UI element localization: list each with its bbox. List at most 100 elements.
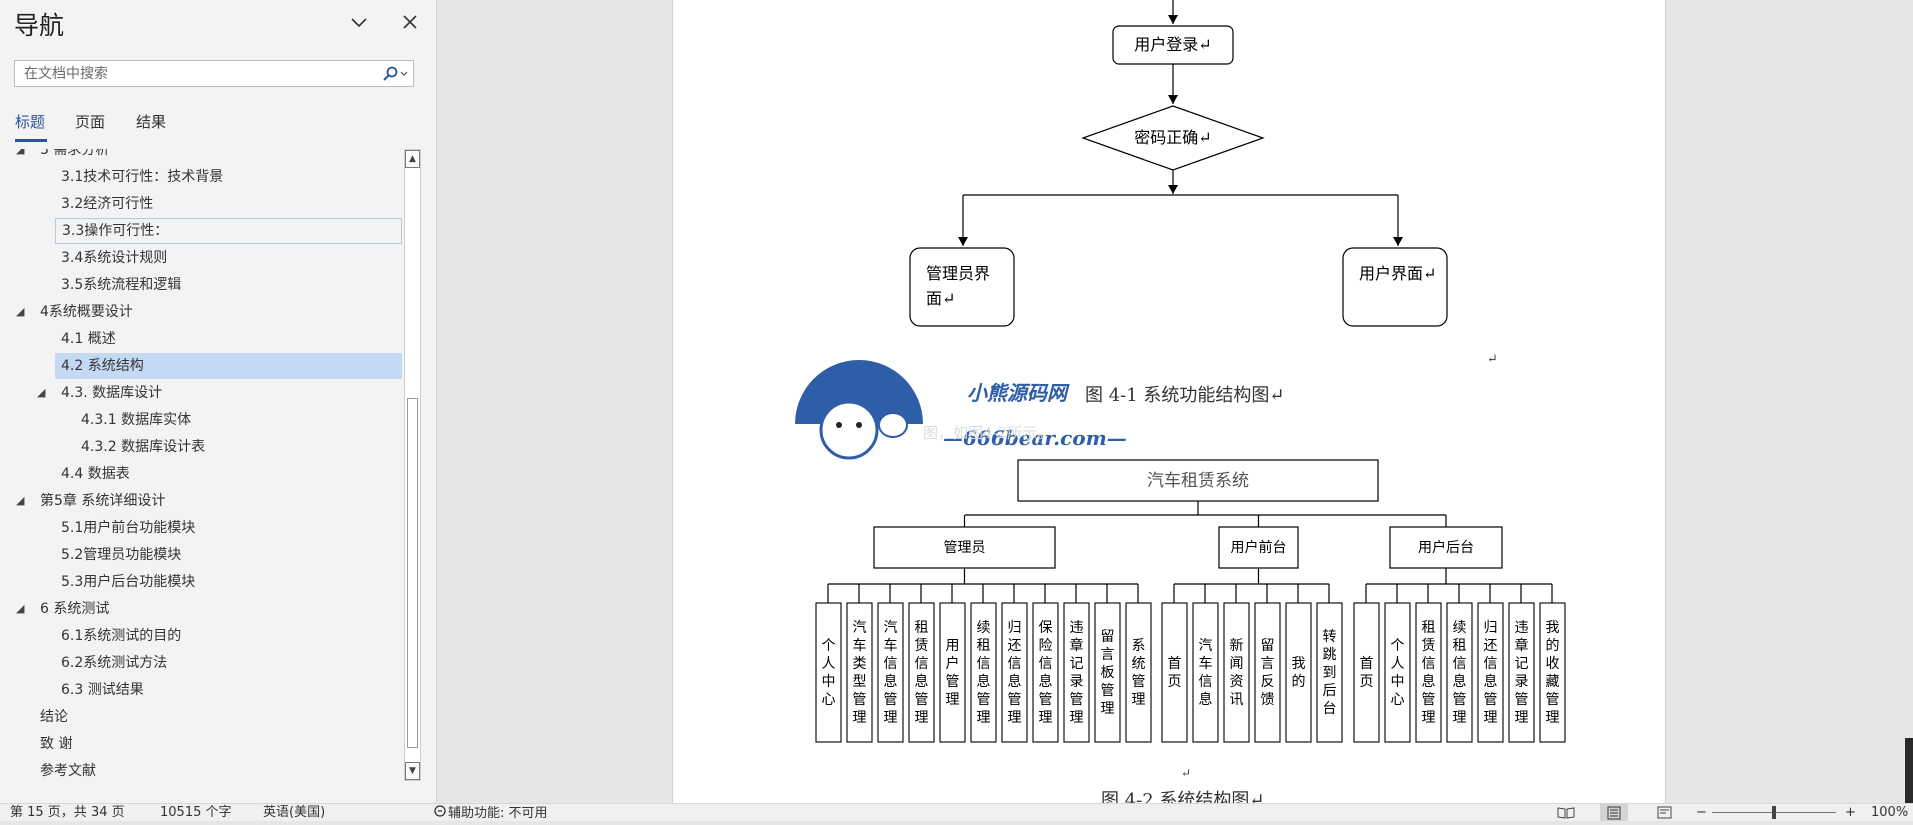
zoom-out-button[interactable]: − <box>1696 805 1707 820</box>
bear-face-icon <box>819 400 879 460</box>
search-input[interactable] <box>22 65 376 83</box>
nav-heading-item[interactable]: 结论 <box>34 704 402 730</box>
function-module-label: 用户管理 <box>946 638 960 708</box>
function-module-box <box>1001 602 1028 743</box>
arrow-head <box>1168 15 1178 24</box>
nav-heading-item[interactable]: 6.3 测试结果 <box>55 677 402 703</box>
function-module-label: 个人中心 <box>822 638 836 708</box>
function-module-box <box>939 602 966 743</box>
search-button[interactable] <box>381 64 409 83</box>
nav-heading-item[interactable]: ◢ 4.3. 数据库设计 <box>37 380 402 406</box>
module-group-label: 管理员 <box>944 540 986 556</box>
function-module-box <box>1415 602 1442 743</box>
nav-close-button[interactable] <box>397 9 423 35</box>
paragraph-mark: ↵ <box>1487 352 1498 367</box>
function-module-label: 首页 <box>1168 656 1182 690</box>
collapse-triangle-icon[interactable]: ◢ <box>16 494 25 507</box>
nav-heading-item[interactable]: 5.1用户前台功能模块 <box>55 515 402 541</box>
document-page[interactable]: 用户登录↵密码正确↵管理员界面↵用户界面↵↵小熊源码网—666bear.com—… <box>672 0 1666 803</box>
nav-heading-item[interactable]: 6.2系统测试方法 <box>55 650 402 676</box>
nav-heading-label: 4.3. 数据库设计 <box>61 385 163 401</box>
collapse-triangle-icon[interactable]: ◢ <box>16 305 25 318</box>
scroll-down-button[interactable]: ▼ <box>405 762 420 780</box>
nav-scrollbar[interactable]: ▲ ▼ <box>404 149 421 781</box>
nav-heading-item[interactable]: 3.4系统设计规则 <box>55 245 402 271</box>
function-module-label: 个人中心 <box>1391 638 1405 708</box>
nav-heading-label: 3.5系统流程和逻辑 <box>61 277 182 293</box>
function-module-box <box>1384 602 1411 743</box>
nav-heading-item[interactable]: 3.5系统流程和逻辑 <box>55 272 402 298</box>
function-module-box <box>846 602 873 743</box>
nav-heading-item[interactable]: 4.1 概述 <box>55 326 402 352</box>
login-label: 用户登录↵ <box>1134 35 1211 54</box>
admin-interface-label-2: 面↵ <box>926 289 955 308</box>
page-count[interactable]: 第 15 页，共 34 页 <box>10 805 125 820</box>
nav-heading-label: 6 系统测试 <box>40 601 110 617</box>
tab-results[interactable]: 结果 <box>136 113 167 131</box>
tab-headings[interactable]: 标题 <box>15 113 48 142</box>
collapse-triangle-icon[interactable]: ◢ <box>16 602 25 615</box>
nav-options-button[interactable] <box>346 9 372 35</box>
nav-heading-item[interactable]: 5.3用户后台功能模块 <box>55 569 402 595</box>
accessibility-status[interactable]: 辅助功能: 不可用 <box>432 804 548 822</box>
nav-heading-item[interactable]: 3.3操作可行性： <box>55 218 402 244</box>
password-check-label: 密码正确↵ <box>1134 128 1211 147</box>
nav-heading-label: 4.2 系统结构 <box>61 358 144 374</box>
close-icon <box>403 15 417 29</box>
function-module-box <box>1285 602 1312 743</box>
web-layout-button[interactable] <box>1652 804 1680 821</box>
nav-heading-item[interactable]: 5.2管理员功能模块 <box>55 542 402 568</box>
nav-heading-item[interactable]: 4.2 系统结构 <box>55 353 402 379</box>
nav-heading-item[interactable]: 3.2经济可行性 <box>55 191 402 217</box>
collapse-triangle-icon[interactable]: ◢ <box>37 386 46 399</box>
zoom-slider[interactable] <box>1712 806 1836 819</box>
accessibility-icon <box>434 805 446 817</box>
nav-heading-label: 第5章 系统详细设计 <box>40 493 166 509</box>
function-module-box <box>1032 602 1059 743</box>
zoom-in-button[interactable]: + <box>1845 805 1856 820</box>
bear-eye-icon <box>856 422 862 428</box>
nav-heading-item[interactable]: 3.1技术可行性：技术背景 <box>55 164 402 190</box>
chevron-down-icon <box>351 18 367 28</box>
scrollbar-thumb[interactable] <box>407 398 418 748</box>
tab-pages[interactable]: 页面 <box>75 113 106 131</box>
function-module-label: 系统管理 <box>1132 638 1146 708</box>
nav-heading-item[interactable]: ◢4系统概要设计 <box>16 299 402 325</box>
module-group-label: 用户后台 <box>1418 539 1474 556</box>
function-module-label: 汽车信息管理 <box>884 620 898 726</box>
arrow-head <box>1393 237 1403 246</box>
function-module-label: 归还信息管理 <box>1484 619 1498 726</box>
root-system-label: 汽车租赁系统 <box>1147 471 1249 491</box>
nav-heading-item[interactable]: 6.1系统测试的目的 <box>55 623 402 649</box>
nav-heading-item[interactable]: 参考文献 <box>34 758 402 781</box>
nav-heading-item[interactable]: ◢ 3 需求分析 <box>16 149 402 163</box>
language-indicator[interactable]: 英语(美国) <box>263 805 326 820</box>
function-module-label: 违章记录管理 <box>1070 620 1084 726</box>
zoom-slider-thumb[interactable] <box>1772 806 1776 819</box>
scroll-up-button[interactable]: ▲ <box>405 150 420 168</box>
nav-heading-item[interactable]: 致 谢 <box>34 731 402 757</box>
function-module-label: 新闻资讯 <box>1230 638 1244 708</box>
function-module-box <box>815 602 842 743</box>
print-layout-button[interactable] <box>1600 804 1628 821</box>
collapse-triangle-icon[interactable]: ◢ <box>16 149 25 156</box>
zoom-level[interactable]: 100% <box>1871 805 1909 820</box>
nav-heading-item[interactable]: ◢ 第5章 系统详细设计 <box>16 488 402 514</box>
book-icon <box>1557 807 1575 819</box>
function-module-label: 租赁信息管理 <box>915 620 929 726</box>
nav-heading-label: 3 需求分析 <box>40 149 110 158</box>
read-mode-button[interactable] <box>1552 804 1580 821</box>
nav-heading-label: 3.4系统设计规则 <box>61 250 168 266</box>
function-module-label: 违章记录管理 <box>1515 620 1529 726</box>
nav-heading-item[interactable]: 4.4 数据表 <box>55 461 402 487</box>
function-module-label: 保险信息管理 <box>1039 620 1053 726</box>
function-module-box <box>1508 602 1535 743</box>
nav-heading-label: 4.4 数据表 <box>61 466 130 482</box>
nav-heading-item[interactable]: 4.3.1 数据库实体 <box>75 407 402 433</box>
nav-heading-item[interactable]: ◢ 6 系统测试 <box>16 596 402 622</box>
nav-heading-item[interactable]: 4.3.2 数据库设计表 <box>75 434 402 460</box>
nav-heading-label: 3.3操作可行性： <box>62 223 169 239</box>
admin-interface-box <box>909 247 1015 327</box>
word-count[interactable]: 10515 个字 <box>160 805 232 820</box>
